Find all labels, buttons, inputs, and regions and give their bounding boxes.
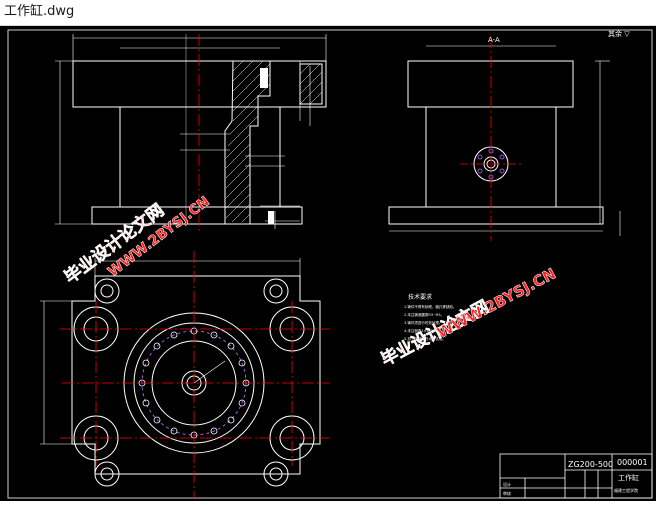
title-block-part-code: ZG200-500	[568, 460, 613, 469]
roughness-label: 其余 ▽	[608, 29, 630, 38]
title-block-drawing-number: 000001	[617, 458, 648, 467]
tech-req-heading: 技术要求	[408, 293, 432, 301]
tech-req-line: 2.未注铸造圆角R3~R5。	[404, 312, 444, 317]
plan-view	[40, 258, 321, 487]
side-view	[388, 45, 621, 236]
watermark-bottom-url: WWW.2BYSJ.CN	[434, 264, 559, 342]
drawing-border	[7, 29, 653, 499]
tech-req-line: 4.未注倒角1×45°。	[404, 328, 436, 333]
title-block-part-name: 工作缸	[618, 473, 639, 482]
section-label: A-A	[488, 36, 500, 44]
title-block	[499, 453, 653, 499]
title-block-school: 福建工程学院	[614, 487, 638, 493]
tech-req-line: 3.铸件须进行时效处理。	[404, 320, 442, 325]
cad-canvas[interactable]: A-A 其余 ▽	[0, 26, 656, 501]
tech-req-line: 1.铸件不得有砂眼、缩孔等缺陷。	[404, 304, 456, 309]
tech-requirements: 技术要求 1.铸件不得有砂眼、缩孔等缺陷。 2.未注铸造圆角R3~R5。 3.铸…	[404, 293, 456, 341]
plan-view-centerlines	[60, 251, 330, 498]
title-block-designer: 设计	[503, 481, 511, 487]
drawing-svg: A-A 其余 ▽	[7, 29, 653, 499]
section-hatch	[224, 60, 323, 225]
window-title: 工作缸.dwg	[4, 4, 75, 19]
side-view-bolt-holes	[477, 148, 505, 180]
watermark-top: 毕业设计论文网 WWW.2BYSJ.CN	[60, 193, 213, 288]
title-block-checker: 审核	[503, 490, 511, 496]
tech-req-line: 5.加工后须进行水压试验。	[404, 336, 446, 341]
front-section-view	[55, 34, 327, 229]
window-title-bar: 工作缸.dwg	[0, 0, 656, 26]
